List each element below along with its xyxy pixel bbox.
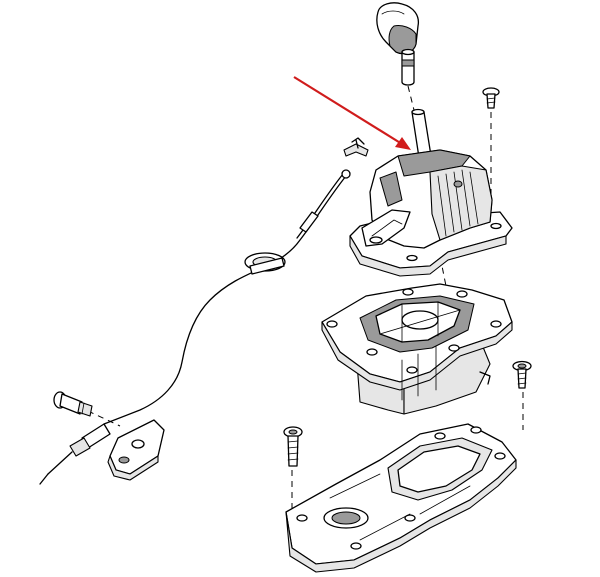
screw-bottom xyxy=(283,426,303,467)
selector-cable xyxy=(39,169,351,485)
cable-abutment-bracket xyxy=(107,419,165,481)
screw-middle xyxy=(512,360,532,389)
cable-clip xyxy=(343,137,369,157)
screw-top xyxy=(482,87,500,109)
bottom-cover-plate xyxy=(285,423,517,573)
shift-knob xyxy=(376,2,420,86)
pointer-arrow xyxy=(293,76,411,150)
selector-mounting-bracket xyxy=(321,283,513,415)
gear-selector-housing xyxy=(349,149,513,277)
flange-bolt xyxy=(53,391,93,417)
